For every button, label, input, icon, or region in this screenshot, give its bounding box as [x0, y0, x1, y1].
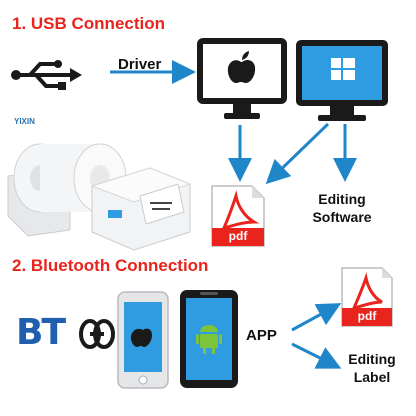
- label-printer-icon: [7, 143, 192, 251]
- editing-label-line1: Editing: [348, 351, 396, 367]
- apple-monitor-icon: [197, 38, 287, 119]
- editing-label-label: Editing Label: [336, 350, 408, 386]
- editing-software-line2: Software: [312, 209, 372, 225]
- bluetooth-bt-icon: [14, 315, 66, 353]
- editing-software-line1: Editing: [318, 191, 366, 207]
- app-to-label-arrow: [291, 342, 342, 369]
- pdf-icon: [211, 185, 265, 247]
- editing-label-line2: Label: [353, 369, 391, 385]
- editing-software-label: Editing Software: [296, 190, 388, 226]
- app-to-pdf-arrow: [291, 303, 342, 332]
- app-label: APP: [246, 327, 277, 344]
- android-phone-icon: [180, 290, 238, 388]
- iphone-icon: [117, 291, 169, 389]
- pdf-text-bluetooth: pdf: [357, 309, 377, 323]
- bluetooth-section-title: 2. Bluetooth Connection: [12, 256, 209, 275]
- brand-logo: YIXIN: [14, 117, 35, 126]
- windows-to-pdf-arrow: [265, 122, 330, 185]
- bt-logo-text: BT: [16, 312, 66, 353]
- windows-monitor-icon: [296, 40, 388, 121]
- chain-link-icon: [79, 319, 115, 349]
- usb-icon: [11, 60, 82, 90]
- pdf-text: pdf: [228, 229, 248, 243]
- pdf-icon-bluetooth: [341, 267, 393, 327]
- usb-section-title: 1. USB Connection: [12, 14, 166, 33]
- driver-label: Driver: [118, 56, 162, 73]
